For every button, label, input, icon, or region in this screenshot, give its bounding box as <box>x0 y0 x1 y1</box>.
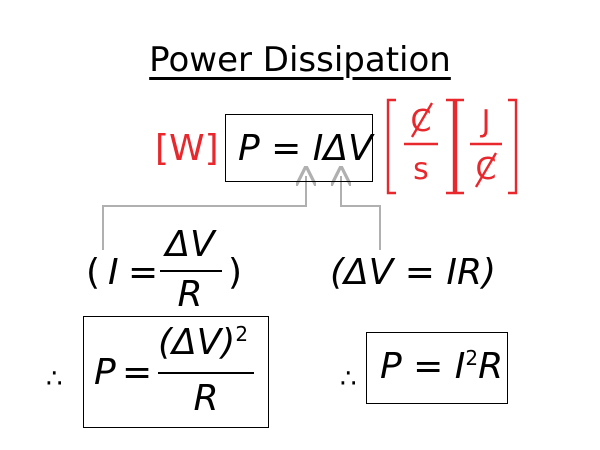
unit-coulomb-denominator: C <box>475 152 497 187</box>
result-left-lhs: P <box>94 352 116 393</box>
result-right-resistance: R <box>478 346 504 387</box>
current-relation-equals: = <box>128 252 159 293</box>
result-right-formula: P = I2R <box>380 346 503 387</box>
main-formula: P = IΔV <box>238 128 373 169</box>
result-right-exponent: 2 <box>465 346 479 370</box>
unit-brackets <box>386 98 518 195</box>
result-right-box <box>366 332 508 404</box>
result-left-numerator-base: (ΔV) <box>158 322 236 363</box>
unit-watt-label: [W] <box>155 128 219 169</box>
open-paren: ( <box>86 252 101 293</box>
therefore-symbol-right: ∴ <box>340 364 357 394</box>
power-symbol: P <box>238 128 260 169</box>
fraction-bar <box>160 270 222 272</box>
therefore-symbol-left: ∴ <box>46 364 63 394</box>
result-left-denominator: R <box>193 378 219 419</box>
result-left-equals: = <box>122 352 153 393</box>
ohm-law-relation: (ΔV = IR) <box>330 252 497 293</box>
result-left-exponent: 2 <box>235 322 249 346</box>
result-left-numerator: (ΔV)2 <box>158 322 248 363</box>
unit-joule-numerator: J <box>481 104 491 139</box>
result-left-box <box>83 316 269 428</box>
result-left-fraction-bar <box>158 372 254 374</box>
main-formula-box <box>225 114 373 182</box>
arrow-from-current <box>102 176 306 250</box>
current-symbol: I <box>312 128 324 169</box>
result-right-equals: = <box>413 346 444 387</box>
arrow-from-ohm <box>341 176 381 250</box>
page-title: Power Dissipation <box>149 40 451 80</box>
unit-coulomb-numerator: C <box>410 104 432 139</box>
current-relation-numerator: ΔV <box>165 224 215 265</box>
equals-sign: = <box>271 128 302 169</box>
result-right-lhs: P <box>380 346 402 387</box>
current-relation-lhs: I <box>108 252 119 293</box>
current-relation-denominator: R <box>177 274 203 315</box>
close-paren: ) <box>228 252 243 293</box>
result-right-current: I <box>454 346 466 387</box>
unit-second-denominator: s <box>413 152 429 187</box>
voltage-symbol: ΔV <box>323 128 373 169</box>
